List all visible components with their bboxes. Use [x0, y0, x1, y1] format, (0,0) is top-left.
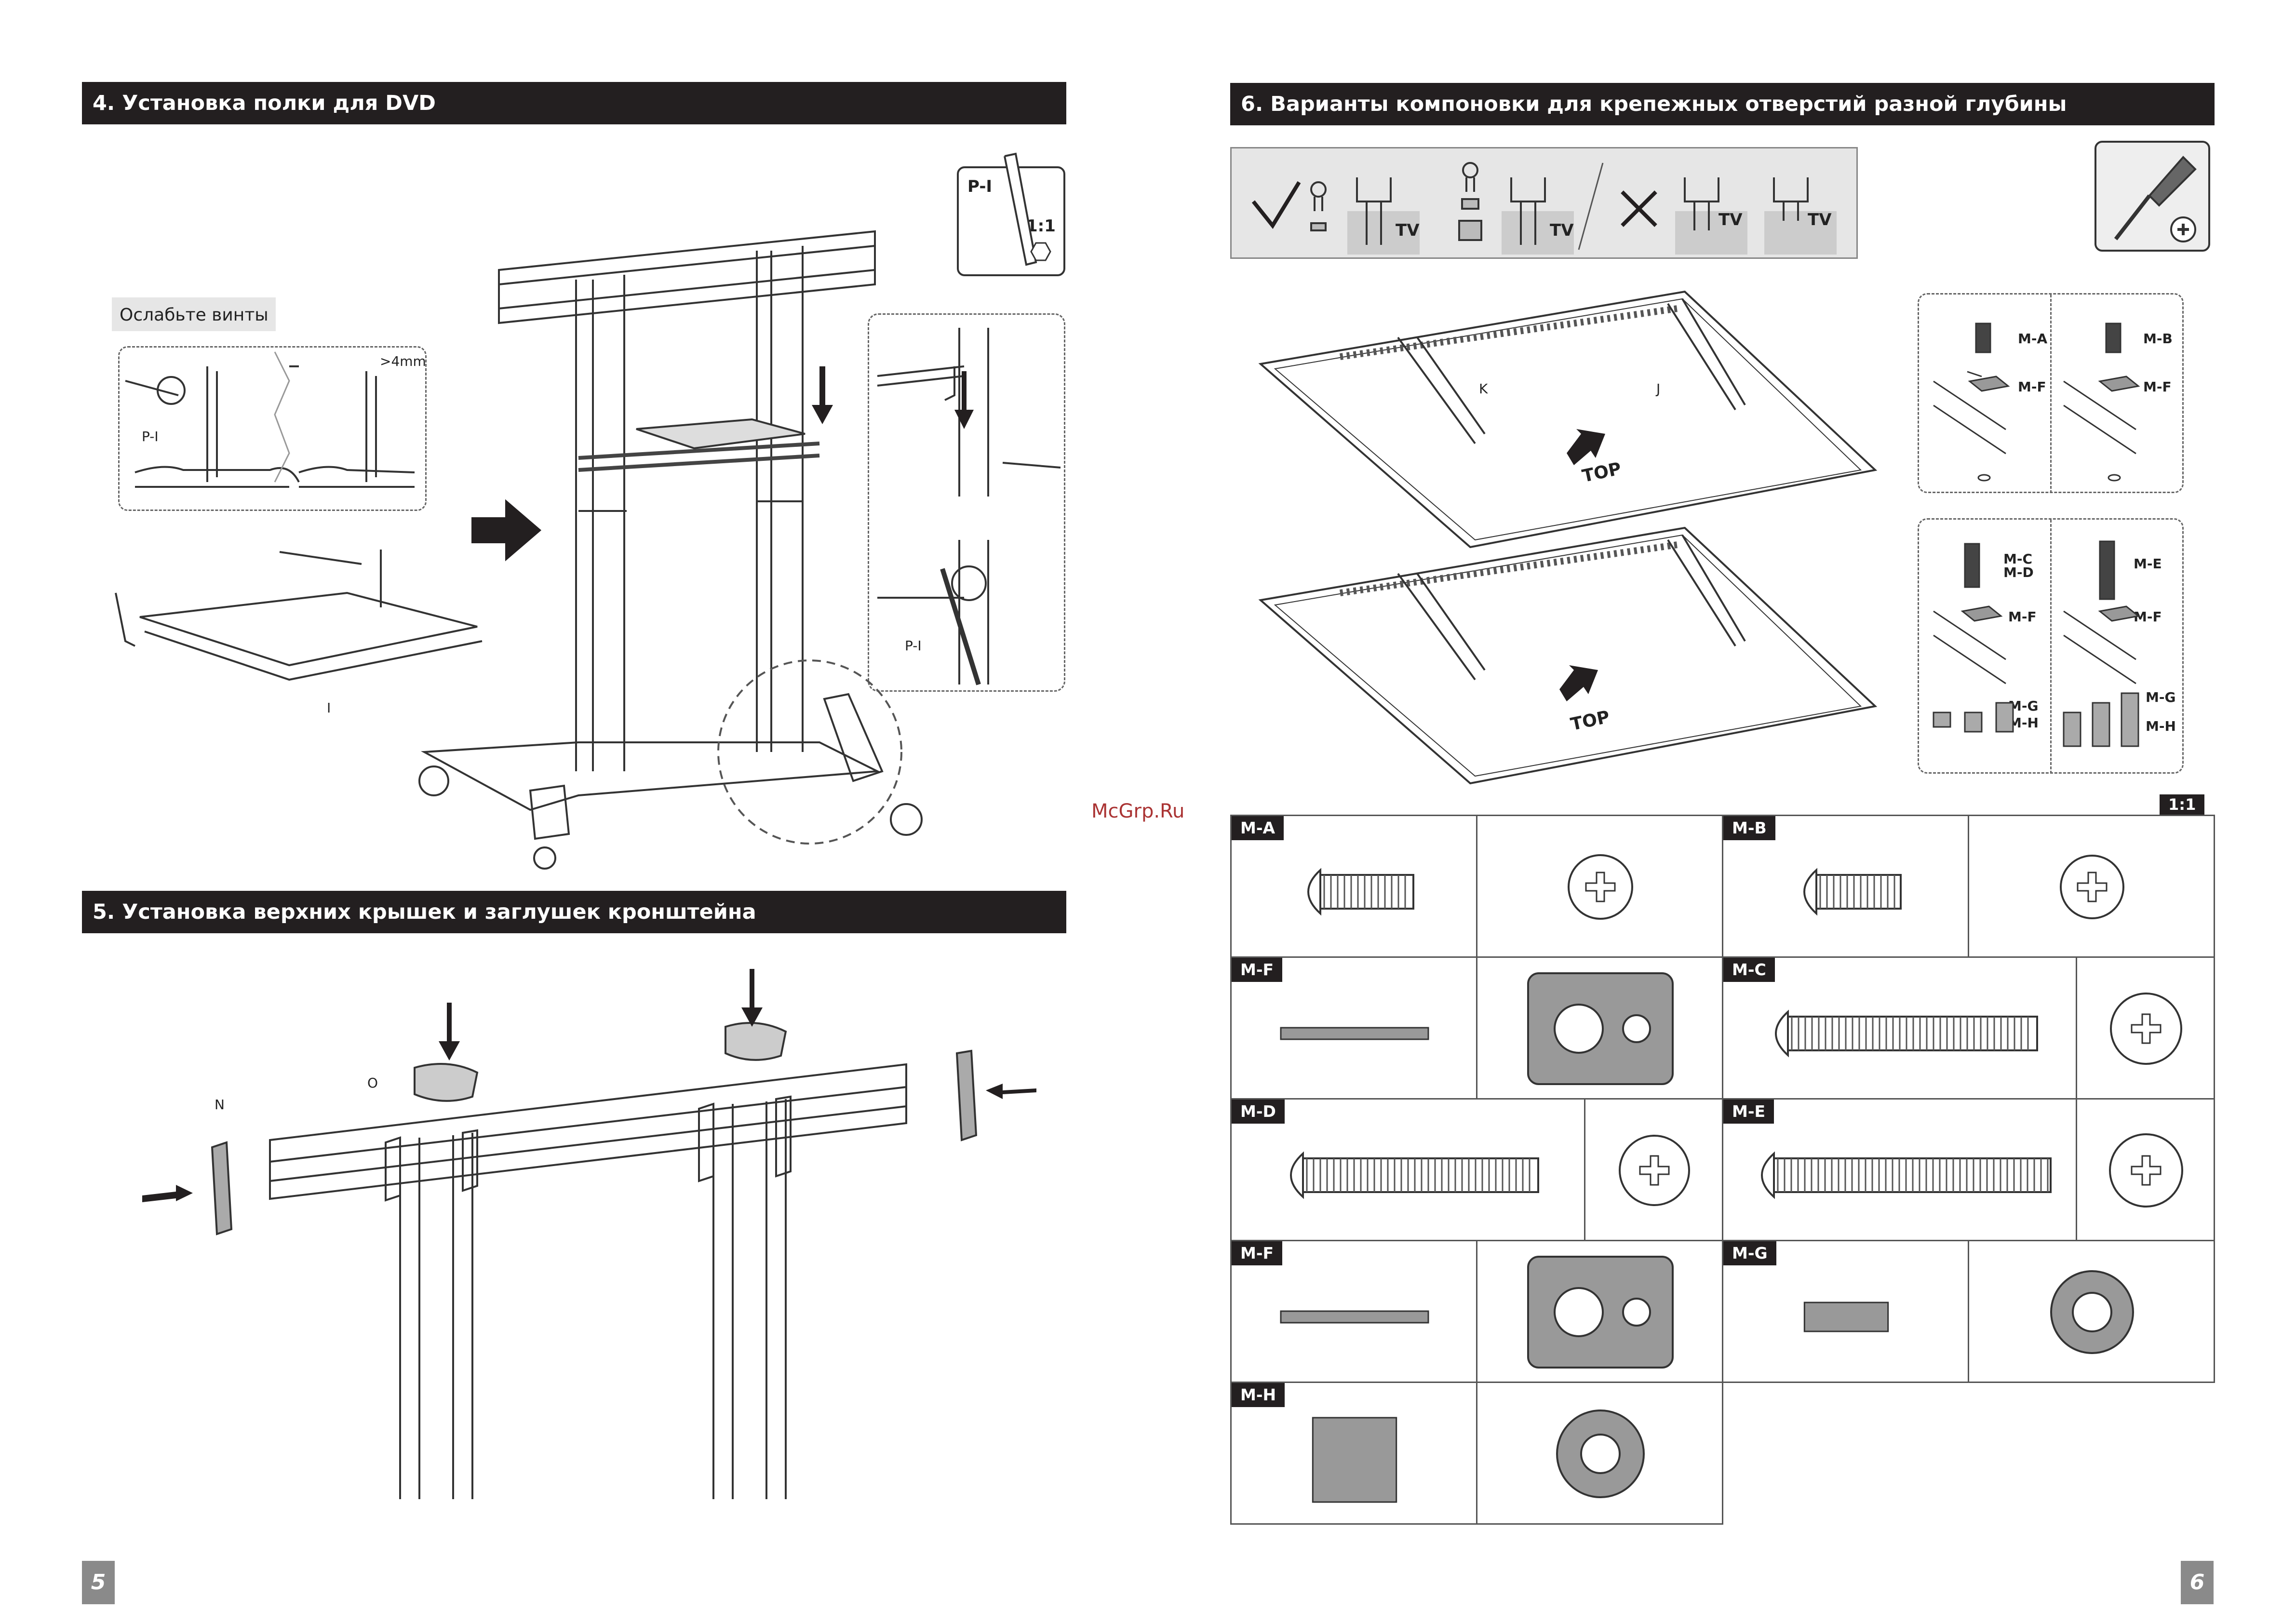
tv-label-1: TV [1396, 221, 1420, 240]
hardware-top-drawing [2110, 993, 2182, 1065]
tool-box: P-I 1:1 [957, 152, 1065, 276]
cross-mark-icon [1621, 190, 1657, 227]
hardware-id-label: M-H [1232, 1383, 1285, 1407]
hardware-id-label: M-A [1232, 816, 1284, 840]
hardware-top-drawing [2109, 1133, 2183, 1208]
hardware-side-drawing [1280, 1027, 1429, 1040]
watermark: McGrp.Ru [1091, 800, 1185, 822]
loosen-screws-box: Ослабьте винты [112, 297, 276, 331]
cap-label: O [367, 1075, 378, 1091]
gap-label: >4mm [380, 353, 426, 369]
hardware-top-cell [1476, 1240, 1723, 1383]
hardware-top-drawing [1556, 1409, 1645, 1498]
wrench-detail-label: P-I [905, 638, 922, 654]
tv-label-4: TV [1808, 210, 1832, 229]
hardware-top-cell [1476, 956, 1723, 1100]
tool-label-detail: P-I [142, 429, 159, 444]
hardware-top-drawing [1527, 972, 1674, 1085]
hardware-top-drawing [2060, 855, 2124, 919]
hardware-id-label: M-F [1232, 958, 1283, 982]
tv-label-2: TV [1550, 221, 1574, 240]
callout-drawings-bottom [1933, 540, 2140, 747]
callout-m-b: M-B [2143, 331, 2173, 347]
tv-label-3: TV [1719, 210, 1743, 229]
hardware-side-cell: M-G [1722, 1240, 1969, 1383]
compatibility-panel: TV TV TV TV [1230, 147, 1858, 259]
hardware-side-drawing [1761, 1151, 2052, 1199]
shelf-detail-box: P-I [868, 313, 1065, 692]
hardware-side-drawing [1280, 1310, 1429, 1324]
bracket-label-k: K [1479, 381, 1488, 397]
hardware-id-label: M-D [1232, 1100, 1285, 1124]
callout-m-c: M-C [2003, 551, 2033, 567]
hardware-top-drawing [1568, 854, 1633, 920]
hardware-side-drawing [1803, 1302, 1889, 1332]
hardware-side-drawing [1312, 1417, 1397, 1503]
shelf-label: I [327, 700, 331, 716]
plug-label: N [215, 1097, 225, 1113]
screwdriver-icon [2114, 156, 2197, 242]
section-6-header: 6. Варианты компоновки для крепежных отв… [1230, 83, 2215, 125]
hardware-side-drawing [1775, 1009, 2038, 1058]
hardware-side-cell: M-C [1722, 956, 2077, 1100]
hardware-top-cell [2076, 956, 2215, 1100]
callout-box-bottom: M-C M-D M-F M-G M-H M-E M-F M-G M-H [1918, 518, 2184, 774]
hardware-top-cell [1476, 1382, 1723, 1525]
hardware-top-cell [2076, 1098, 2215, 1241]
callout-m-f-3: M-F [2008, 609, 2037, 625]
page-number-right: 6 [2181, 1561, 2214, 1604]
hardware-id-label: M-F [1232, 1241, 1283, 1265]
hardware-side-cell: M-B [1722, 815, 1969, 958]
callout-m-f-1: M-F [2018, 379, 2046, 395]
section-4-header: 4. Установка полки для DVD [82, 82, 1066, 124]
callout-m-f-2: M-F [2143, 379, 2172, 395]
hardware-side-cell: M-H [1230, 1382, 1477, 1525]
hardware-side-drawing [1307, 868, 1414, 916]
hardware-top-drawing [1619, 1135, 1690, 1206]
compatibility-drawings [1251, 162, 1837, 255]
hardware-side-cell: M-A [1230, 815, 1477, 958]
hardware-scale-label: 1:1 [2160, 794, 2205, 815]
hardware-top-drawing [1527, 1256, 1674, 1369]
hardware-id-label: M-E [1723, 1100, 1774, 1124]
hardware-id-label: M-G [1723, 1241, 1776, 1265]
hardware-side-drawing [1290, 1151, 1539, 1199]
hardware-side-cell: M-D [1230, 1098, 1585, 1241]
callout-m-h-2: M-H [2146, 718, 2176, 734]
hardware-id-label: M-B [1723, 816, 1775, 840]
callout-box-top: M-A M-F M-B M-F [1918, 293, 2184, 493]
hardware-side-drawing [1803, 868, 1902, 916]
bracket-label-j: J [1656, 381, 1661, 397]
screwdriver-box [2095, 141, 2210, 252]
hardware-id-label: M-C [1723, 958, 1775, 982]
tool-label: P-I [967, 177, 993, 196]
callout-m-g-2: M-G [2146, 689, 2176, 705]
hardware-top-cell [1968, 1240, 2215, 1383]
section-5-header: 5. Установка верхних крышек и заглушек к… [82, 891, 1066, 933]
hardware-top-drawing [2050, 1270, 2134, 1354]
page-number-left: 5 [82, 1561, 115, 1604]
hardware-side-cell: M-F [1230, 1240, 1477, 1383]
check-mark-icon [1251, 181, 1301, 229]
callout-drawings-top [1933, 322, 2140, 482]
callout-m-e: M-E [2134, 556, 2162, 572]
loosen-detail-box: P-I >4mm [118, 346, 427, 511]
callout-m-d: M-D [2003, 564, 2034, 580]
hardware-side-cell: M-E [1722, 1098, 2077, 1241]
loosen-screws-label: Ослабьте винты [120, 305, 269, 325]
callout-m-a: M-A [2018, 331, 2048, 347]
hardware-top-cell [1476, 815, 1723, 958]
hardware-top-cell [1968, 815, 2215, 958]
hardware-side-cell: M-F [1230, 956, 1477, 1100]
hardware-top-cell [1584, 1098, 1723, 1241]
allen-key-icon [1004, 152, 1051, 266]
